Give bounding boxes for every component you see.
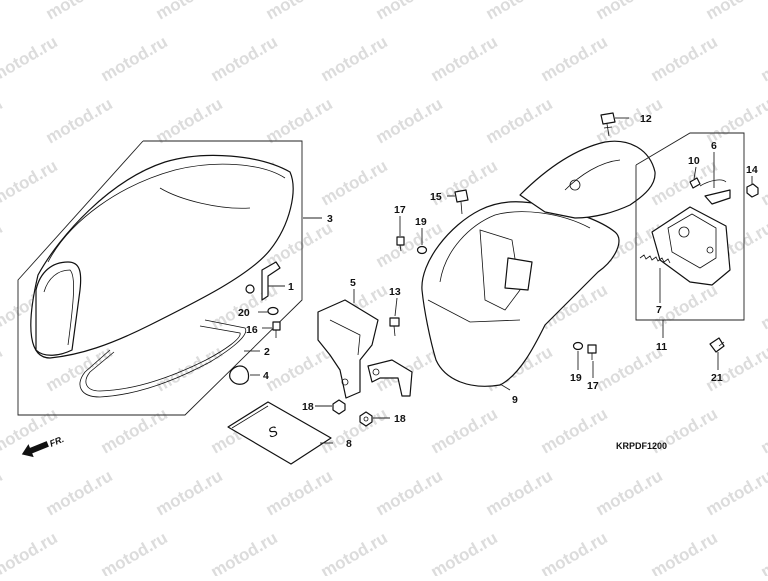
callout-19-right: 19 [570,372,582,384]
callout-21: 21 [711,372,723,384]
watermark-text: motod.ru [538,32,611,85]
callout-5: 5 [350,277,356,289]
callout-16: 16 [246,324,258,336]
watermark-text: motod.ru [208,32,281,85]
callout-1: 1 [288,281,294,293]
watermark-text: motod.ru [43,94,116,147]
watermark-text: motod.ru [703,466,768,519]
watermark-text: motod.ru [593,342,666,395]
watermark-text: motod.ru [318,404,391,457]
callout-7: 7 [656,304,662,316]
nut-18-left [333,400,345,414]
watermark-text: motod.ru [648,32,721,85]
watermark-text: motod.ru [153,0,226,23]
callout-17-left: 17 [394,204,406,216]
watermark-text: motod.ru [0,342,6,395]
collar-19-left [418,247,427,254]
manual-bag: S [228,402,331,464]
callout-10: 10 [688,155,700,167]
callout-12: 12 [640,113,652,125]
watermark-text: motod.ru [648,528,721,576]
watermark-text: motod.ru [593,0,666,23]
bolt-16 [273,322,280,338]
collar-19-right [574,343,583,350]
watermark-text: motod.ru [43,0,116,23]
nut-14 [747,184,758,197]
watermark-text: motod.ru [98,32,171,85]
watermark-text: motod.ru [153,94,226,147]
bolt-17-right [588,345,596,360]
watermark-text: motod.ru [98,528,171,576]
watermark-text: motod.ru [703,0,768,23]
watermark-text: motod.ru [263,0,336,23]
watermark-text: motod.ru [373,466,446,519]
watermark-text: motod.ru [0,156,61,209]
watermark-text: motod.ru [483,0,556,23]
watermark-text: motod.ru [318,32,391,85]
watermark-text: motod.ru [98,404,171,457]
watermark-text: motod.ru [758,404,768,457]
watermark-text: motod.ru [483,466,556,519]
collar-20 [268,308,278,315]
watermark-text: motod.ru [758,32,768,85]
bolt-21 [710,338,724,352]
watermark-text: motod.ru [0,528,61,576]
watermark-text: motod.ru [0,218,6,271]
watermark-text: motod.ru [758,156,768,209]
callout-15: 15 [430,191,442,203]
watermark-text: motod.ru [593,466,666,519]
callout-18-left: 18 [302,401,314,413]
callout-4: 4 [263,370,269,382]
rubber-4 [230,366,249,384]
callout-18-right: 18 [394,413,406,425]
watermark-text: motod.ru [43,466,116,519]
watermark-text: motod.ru [758,280,768,333]
watermark-text: motod.ru [0,94,6,147]
watermark-text: motod.ru [758,528,768,576]
nut-18-right [360,412,372,426]
callout-3: 3 [327,213,333,225]
bolt-15 [455,190,468,214]
bolt-13 [390,318,399,336]
watermark-text: motod.ru [153,466,226,519]
callout-20: 20 [238,307,250,319]
watermark-text: motod.ru [153,342,226,395]
watermark-text: motod.ru [538,404,611,457]
diagram-code: KRPDF1200 [616,441,667,451]
watermark-text: motod.ru [318,156,391,209]
callout-2: 2 [264,346,270,358]
watermark-text: motod.ru [373,94,446,147]
callout-9: 9 [512,394,518,406]
watermark-text: motod.ru [428,404,501,457]
callout-6: 6 [711,140,717,152]
watermark-text: motod.ru [428,528,501,576]
watermark-text: motod.ru [373,0,446,23]
watermark-text: motod.ru [0,466,6,519]
watermark-text: motod.ru [0,0,6,23]
watermark-text: motod.ru [263,342,336,395]
watermark-text: motod.ru [263,466,336,519]
watermark-text: motod.ru [208,528,281,576]
callout-19-left: 19 [415,216,427,228]
direction-label: FR. [48,434,65,449]
callout-14: 14 [746,164,758,176]
watermark-text: motod.ru [703,342,768,395]
callout-11: 11 [656,341,667,353]
watermark-text: motod.ru [538,528,611,576]
watermark-text: motod.ru [0,32,61,85]
watermark-text: motod.ru [263,94,336,147]
watermark-text: motod.ru [428,32,501,85]
callout-13: 13 [389,286,401,298]
watermark-text: motod.ru [318,528,391,576]
callout-8: 8 [346,438,352,450]
callout-17-right: 17 [587,380,599,392]
watermark-text: motod.ru [483,94,556,147]
